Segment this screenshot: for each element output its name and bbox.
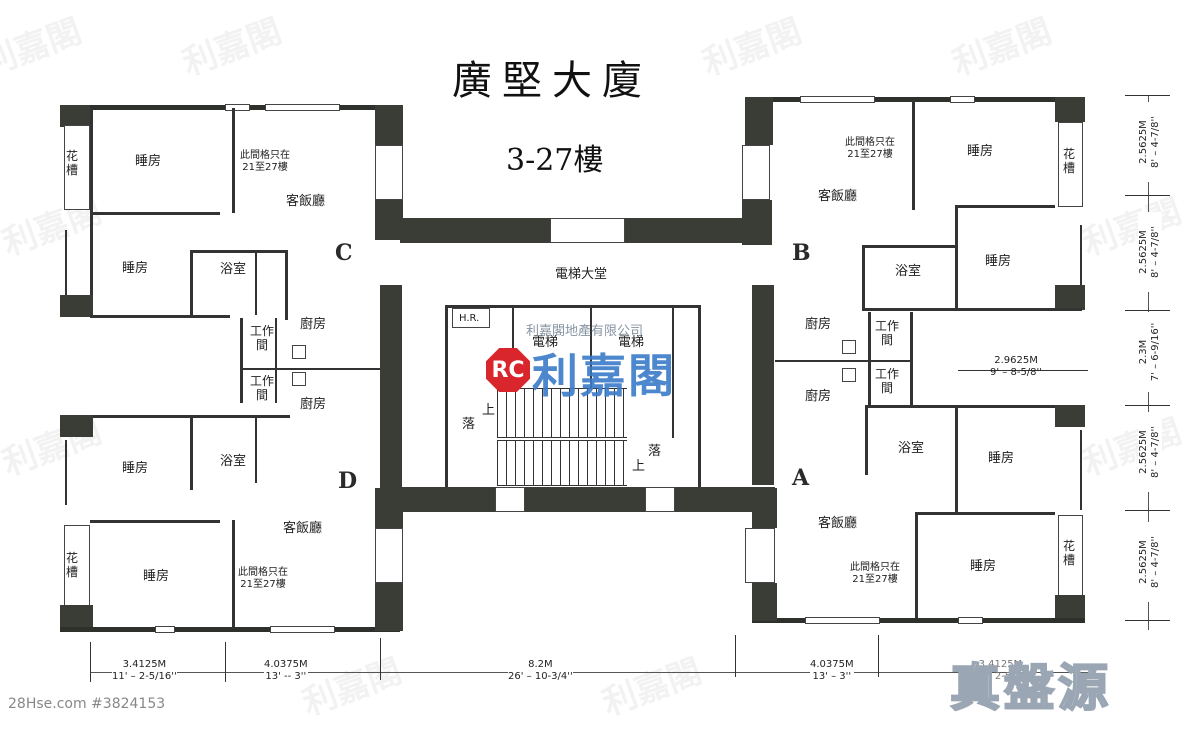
- utility-label: 工作間: [250, 324, 275, 352]
- room-label-kitchen: 廚房: [300, 317, 327, 332]
- listing-credit: 28Hse.com #3824153: [8, 696, 166, 712]
- room-label-bedroom: 睡房: [143, 569, 170, 584]
- watermark-text: 利嘉閣: [947, 11, 1057, 85]
- room-label-bedroom: 睡房: [985, 254, 1012, 269]
- room-label-bedroom: 睡房: [967, 144, 994, 159]
- room-label-living-dining: 客飯廳: [818, 516, 858, 531]
- planter-label: 花槽: [1063, 539, 1076, 567]
- stair-up-label: 上: [632, 459, 646, 474]
- unit-letter-d: D: [338, 468, 358, 494]
- room-label-bedroom: 睡房: [988, 451, 1015, 466]
- building-title: 廣堅大廈: [452, 58, 652, 104]
- watermark-text: 利嘉閣: [1077, 411, 1187, 485]
- room-label-bathroom: 浴室: [895, 264, 922, 279]
- unit-letter-c: C: [335, 240, 353, 266]
- room-label-bedroom: 睡房: [135, 154, 162, 169]
- lift-lobby-label: 電梯大堂: [555, 267, 608, 282]
- watermark-text: 利嘉閣: [697, 11, 807, 85]
- room-label-bedroom: 睡房: [122, 261, 149, 276]
- dim-ft: 9' – 8-5/8'': [990, 367, 1043, 378]
- planter-label: 花槽: [66, 551, 79, 579]
- watermark-text: 利嘉閣: [597, 651, 707, 725]
- stair-down-label: 落: [462, 417, 476, 432]
- room-label-bathroom: 浴室: [220, 454, 247, 469]
- watermark-text: 利嘉閣: [0, 11, 87, 85]
- room-label-living-dining: 客飯廳: [818, 189, 858, 204]
- utility-label: 工作間: [875, 367, 900, 395]
- planter-label: 花槽: [1063, 147, 1076, 175]
- watermark-text: 利嘉閣: [1077, 191, 1187, 265]
- planter-label: 花槽: [66, 149, 79, 177]
- lift-label: 電梯: [532, 335, 559, 350]
- room-label-bedroom: 睡房: [970, 559, 997, 574]
- hose-reel-label: H.R.: [459, 313, 480, 324]
- brand-badge: 真盤源: [949, 658, 1112, 718]
- room-label-bedroom: 睡房: [122, 461, 149, 476]
- unit-letter-a: A: [792, 465, 810, 491]
- dim-m: 2.9625M: [994, 355, 1038, 366]
- stair-down-label: 落: [648, 444, 662, 459]
- stair-up-label: 上: [482, 403, 496, 418]
- utility-label: 工作間: [875, 319, 900, 347]
- room-label-living-dining: 客飯廳: [286, 194, 326, 209]
- utility-label: 工作間: [250, 374, 275, 402]
- watermark-text: 利嘉閣: [177, 11, 287, 85]
- unit-letter-b: B: [792, 240, 811, 266]
- room-label-bathroom: 浴室: [220, 262, 247, 277]
- company-name: 利嘉閣地產有限公司: [526, 324, 644, 339]
- lift-label: 電梯: [618, 335, 645, 350]
- room-label-kitchen: 廚房: [805, 389, 832, 404]
- logo-text: 利嘉閣: [532, 349, 676, 403]
- room-label-living-dining: 客飯廳: [283, 521, 323, 536]
- rc-logo-icon: RC: [486, 348, 530, 392]
- room-label-bathroom: 浴室: [898, 441, 925, 456]
- room-label-kitchen: 廚房: [805, 317, 832, 332]
- watermark-text: 利嘉閣: [297, 651, 407, 725]
- floor-range: 3-27樓: [506, 143, 604, 178]
- room-label-kitchen: 廚房: [300, 397, 327, 412]
